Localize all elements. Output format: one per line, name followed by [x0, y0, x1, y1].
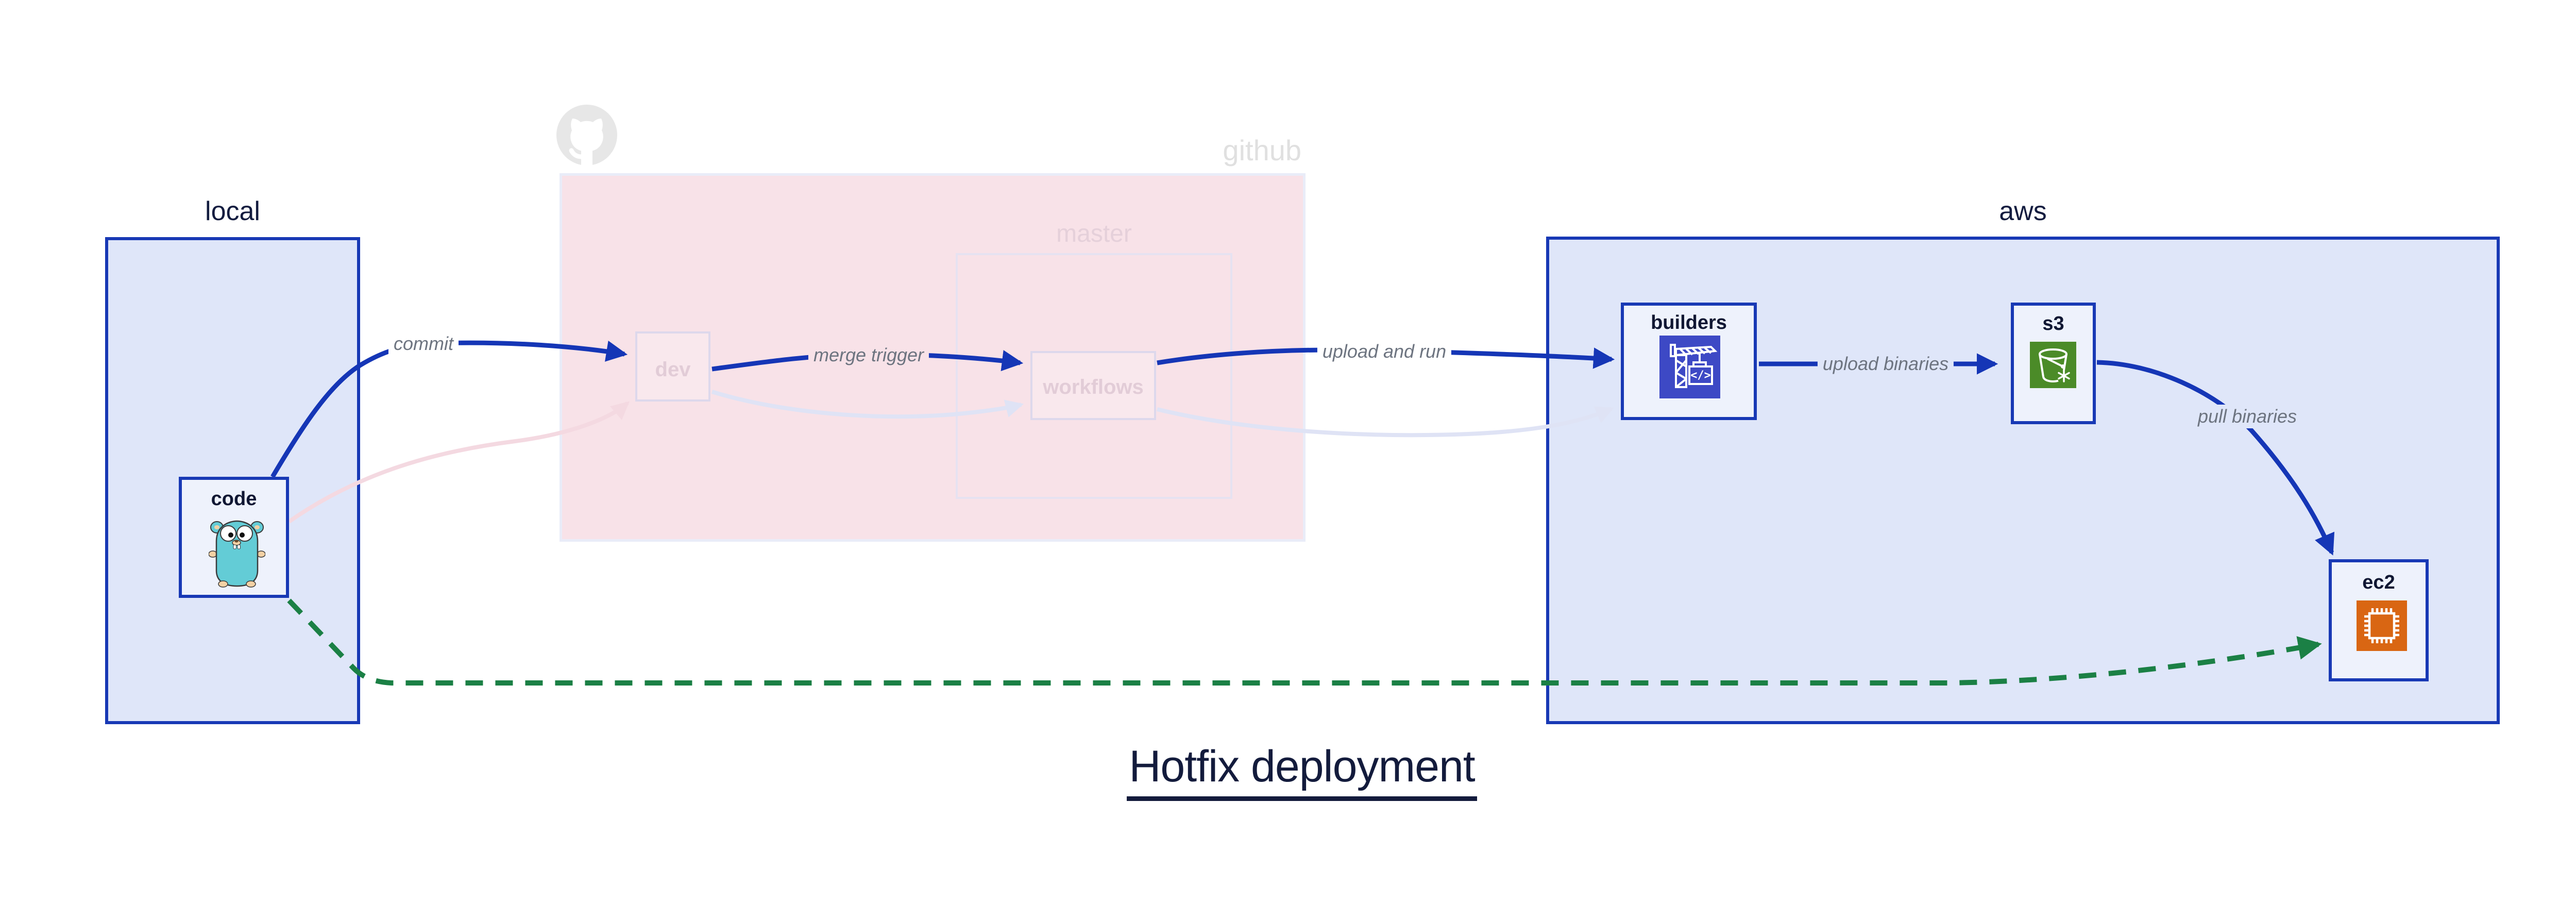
hotfix-dashed-arrow — [287, 598, 2322, 686]
commit-arrow — [270, 340, 628, 478]
commit-edge-label: commit — [388, 332, 459, 356]
master-branch-label: master — [1056, 220, 1132, 247]
codebuild-crane-icon: </> — [1659, 336, 1720, 398]
node-builders: builders </> — [1621, 303, 1757, 420]
github-group-label: github — [1223, 134, 1301, 166]
pull-binaries-arrow — [2096, 360, 2335, 556]
node-ec2: ec2 — [2329, 559, 2429, 681]
node-workflows: workflows — [1030, 351, 1156, 420]
node-workflows-label: workflows — [1043, 376, 1144, 398]
merge-trigger-edge-label: merge trigger — [808, 343, 929, 367]
ec2-chip-icon — [2357, 600, 2407, 651]
diagram-title-text: Hotfix deployment — [1127, 741, 1477, 801]
local-group-label: local — [205, 196, 260, 226]
pull-binaries-edge-label: pull binaries — [2192, 405, 2302, 428]
diagram-title: Hotfix deployment — [0, 741, 2576, 801]
node-s3-label: s3 — [2042, 313, 2064, 335]
faded-run-arrow — [1157, 406, 1614, 438]
s3-bucket-icon — [2030, 342, 2076, 388]
master-branch-box — [956, 253, 1232, 499]
aws-group-label: aws — [1999, 196, 2047, 226]
node-code: code — [179, 477, 289, 598]
node-dev-label: dev — [655, 358, 691, 381]
go-gopher-icon — [209, 520, 265, 588]
node-builders-label: builders — [1651, 312, 1727, 333]
node-s3: s3 — [2011, 303, 2096, 424]
node-code-label: code — [211, 488, 257, 510]
builders-icon-code-glyph: </> — [1690, 369, 1711, 382]
upload-and-run-edge-label: upload and run — [1317, 340, 1452, 363]
faded-merge-arrow — [711, 390, 1024, 419]
node-dev: dev — [635, 331, 710, 402]
faded-commit-arrow — [287, 401, 630, 524]
github-octocat-logo-icon — [556, 105, 617, 170]
node-ec2-label: ec2 — [2362, 572, 2395, 593]
upload-binaries-edge-label: upload binaries — [1817, 352, 1954, 376]
